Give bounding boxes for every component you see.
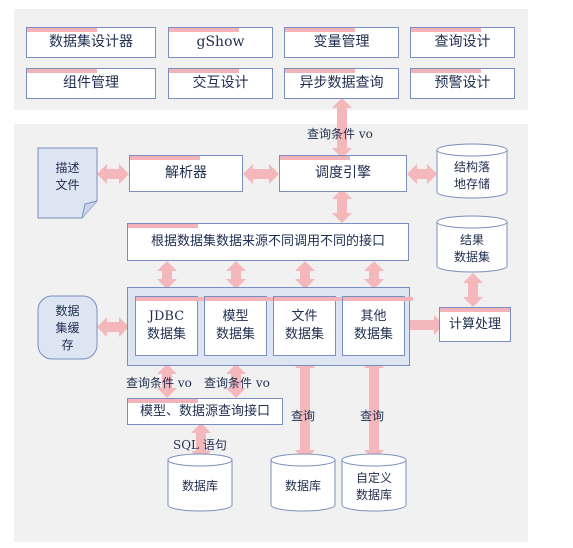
module-component-mgmt: 组件管理 — [26, 68, 156, 99]
model-line2: 数据集 — [215, 327, 255, 342]
file-line2: 数据集 — [284, 327, 324, 342]
label-query-other: 查询 — [360, 409, 385, 423]
arrow-jdbc-queryinterface — [157, 364, 177, 398]
cache-line2: 集缓 — [55, 320, 80, 335]
result-line1: 结果 — [459, 233, 484, 247]
jdbc-line2: 数据集 — [146, 327, 186, 342]
storage-text: 结构落 地存储 — [437, 159, 507, 193]
storage-cylinder — [436, 143, 508, 199]
module-async-query: 异步数据查询 — [284, 68, 399, 99]
query-interface-box: 模型、数据源查询接口 — [127, 398, 283, 425]
db2-cylinder — [270, 453, 336, 512]
arrow-model-queryinterface — [226, 364, 246, 398]
desc-file-line2: 文件 — [55, 177, 80, 192]
label-query-vo-mid: 查询条件 vo — [204, 376, 270, 390]
storage-line2: 地存储 — [453, 176, 490, 191]
result-line2: 数据集 — [453, 249, 490, 264]
source-jdbc: JDBC 数据集 — [135, 296, 206, 356]
db3-text: 自定义 数据库 — [342, 470, 406, 504]
module-alert-design: 预警设计 — [410, 68, 515, 99]
db3-line2: 数据库 — [355, 487, 392, 502]
module-interaction-design: 交互设计 — [168, 68, 273, 99]
other-line2: 数据集 — [353, 327, 393, 342]
arrow-modules-engine — [332, 98, 352, 158]
source-file: 文件数据集 — [273, 296, 344, 356]
arrow-cache-group — [97, 317, 129, 337]
source-other: 其他数据集 — [342, 296, 413, 356]
arrow-interface-file — [295, 261, 315, 289]
jdbc-line1: JDBC — [148, 309, 185, 325]
arrow-desc-parser — [97, 164, 129, 184]
db3-cylinder — [341, 453, 407, 512]
other-line1: 其他 — [360, 309, 387, 325]
label-query-vo-top: 查询条件 vo — [307, 127, 373, 141]
interface-call-box: 根据数据集数据来源不同调用不同的接口 — [127, 223, 409, 261]
db1-label: 数据库 — [181, 479, 218, 493]
source-model: 模型数据集 — [204, 296, 275, 356]
result-dataset-text: 结果 数据集 — [437, 232, 507, 266]
data-cache-shape — [37, 295, 98, 360]
module-variable-mgmt: 变量管理 — [284, 27, 399, 58]
data-cache-text: 数据 集缓 存 — [38, 303, 97, 353]
compute-box: 计算处理 — [439, 307, 511, 342]
db1-cylinder — [167, 453, 233, 512]
label-query-vo-left: 查询条件 vo — [126, 376, 192, 390]
storage-line1: 结构落 — [453, 160, 490, 174]
engine-box: 调度引擎 — [279, 155, 407, 192]
arrow-interface-jdbc — [157, 261, 177, 289]
module-dataset-designer: 数据集设计器 — [26, 27, 156, 58]
arrow-interface-other — [364, 261, 384, 289]
arrow-interface-model — [226, 261, 246, 289]
file-line1: 文件 — [291, 309, 318, 325]
arrow-result-compute — [463, 273, 483, 307]
result-dataset-cylinder — [436, 215, 508, 273]
arrow-parser-engine — [243, 164, 279, 184]
module-gshow: gShow — [168, 27, 273, 58]
label-query-file: 查询 — [291, 409, 316, 423]
desc-file-text: 描述 文件 — [38, 160, 97, 194]
parser-box: 解析器 — [129, 155, 243, 192]
module-query-design: 查询设计 — [410, 27, 515, 58]
label-sql: SQL 语句 — [173, 438, 227, 452]
db3-line1: 自定义 — [355, 471, 392, 485]
arrow-engine-storage — [407, 164, 437, 184]
db2-label: 数据库 — [284, 479, 321, 493]
arrow-engine-interface — [332, 189, 352, 223]
cache-line1: 数据 — [55, 304, 80, 318]
cache-line3: 存 — [61, 337, 74, 352]
model-line1: 模型 — [222, 309, 249, 325]
desc-file-line1: 描述 — [55, 161, 80, 175]
